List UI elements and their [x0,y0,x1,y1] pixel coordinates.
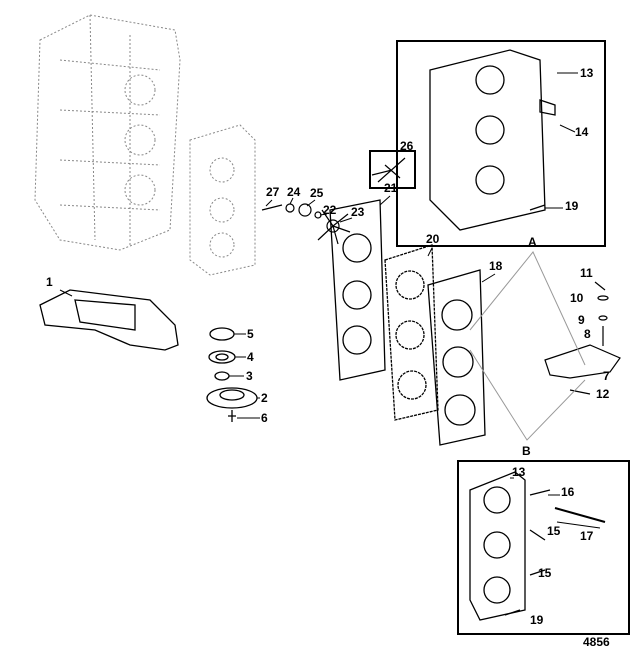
callout-9: 9 [578,313,585,327]
callout-13-view-b: 13 [512,465,526,479]
bracket-parts [544,281,621,395]
view-label-a: A [528,235,537,249]
callout-20: 20 [426,232,440,246]
callout-23: 23 [351,205,365,219]
callout-25: 25 [310,186,324,200]
callout-5: 5 [247,327,254,341]
callout-15-lower: 15 [538,566,552,580]
callout-11: 11 [580,266,593,280]
callout-19-view-b: 19 [530,613,544,627]
callout-13-view-a: 13 [580,66,594,80]
callout-19-view-a: 19 [565,199,579,213]
callout-16: 16 [561,485,575,499]
impeller-inset-box [369,150,416,189]
callout-6: 6 [261,411,268,425]
callout-12: 12 [596,387,610,401]
callout-21: 21 [384,181,398,195]
gasket-1 [39,289,179,351]
callout-4: 4 [247,350,254,364]
callout-18: 18 [489,259,503,273]
callout-1: 1 [46,275,53,289]
plate-20 [384,244,439,421]
impeller-parts [261,203,351,245]
callout-27: 27 [266,185,280,199]
cover-a [429,49,556,231]
callout-17: 17 [580,529,594,543]
cylinder-head [189,124,256,276]
callout-2: 2 [261,391,268,405]
view-label-b: B [522,444,531,458]
plate-21 [329,199,386,381]
detail-view-b-box [457,460,630,635]
callout-26: 26 [400,139,414,153]
callout-10: 10 [570,291,584,305]
leader-lines [59,72,601,529]
callout-3: 3 [246,369,253,383]
callout-7: 7 [603,369,610,383]
figure-number: 4856 [583,635,610,649]
callout-15-upper: 15 [547,524,561,538]
engine-block [34,14,181,251]
cover-b [469,471,606,621]
detail-view-a-box [396,40,606,247]
view-leaders [469,251,586,441]
callout-22: 22 [323,203,337,217]
callout-14: 14 [575,125,589,139]
callout-8: 8 [584,327,591,341]
callout-24: 24 [287,185,301,199]
plate-18 [427,269,486,446]
